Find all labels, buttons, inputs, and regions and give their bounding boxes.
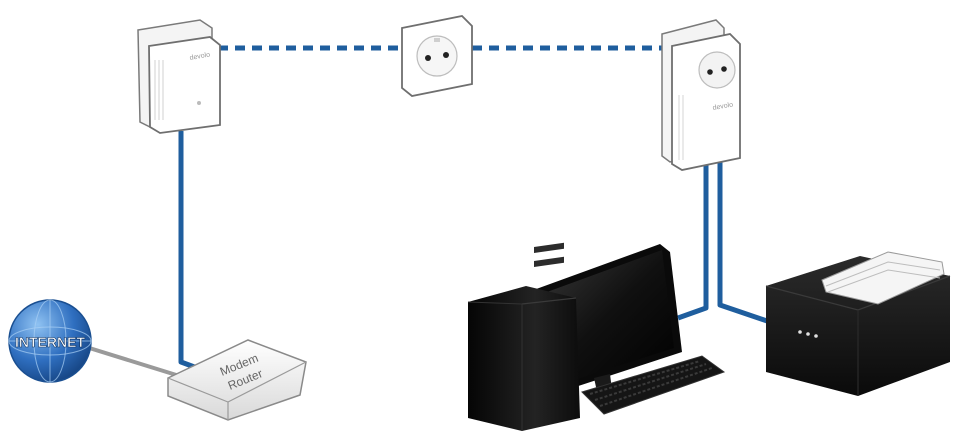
cable-adapter-to-router — [178, 131, 209, 375]
powerline-adapter-left: devolo — [137, 19, 221, 134]
internet-label: INTERNET — [15, 334, 85, 350]
keyboard-icon — [581, 355, 726, 415]
modem-router-icon: Modem Router — [167, 339, 307, 421]
cable-adapter-to-printer — [717, 160, 771, 325]
cable-adapter-to-computer — [677, 160, 709, 321]
svg-text:devolo: devolo — [712, 101, 734, 111]
svg-text:devolo: devolo — [189, 51, 211, 61]
powerline-adapter-right: devolo — [661, 19, 741, 171]
printer-icon — [765, 251, 951, 396]
tower-icon — [467, 242, 580, 431]
wall-socket-icon — [401, 15, 473, 97]
globe-icon: INTERNET — [8, 299, 92, 383]
desktop-computer-icon — [467, 242, 726, 431]
